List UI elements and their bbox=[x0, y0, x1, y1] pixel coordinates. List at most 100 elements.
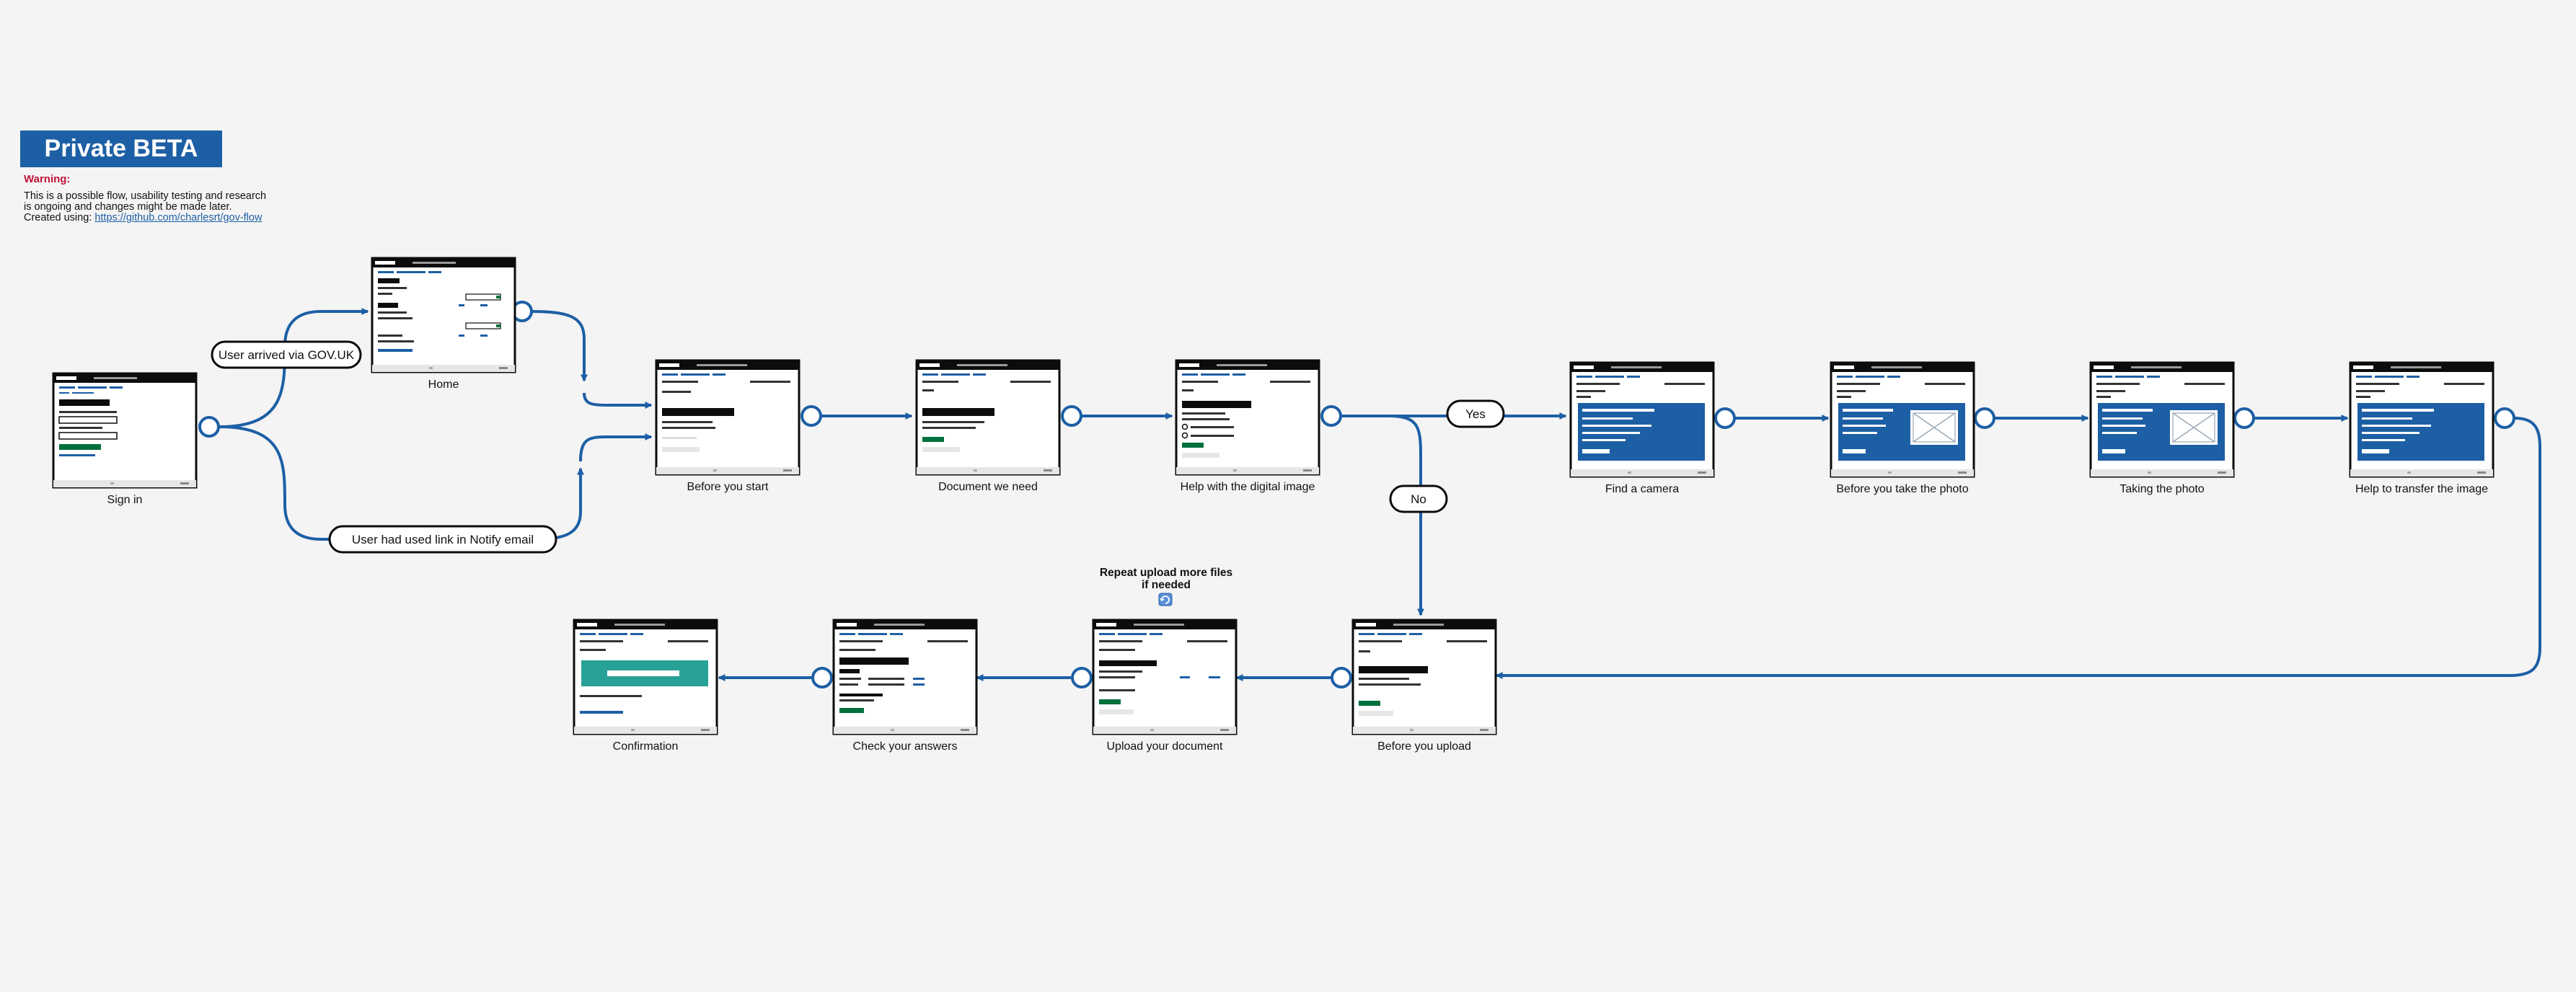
footer-mark bbox=[961, 729, 969, 731]
service-name bbox=[94, 377, 137, 379]
nav-link bbox=[397, 271, 425, 273]
screen-label-check-answers: Check your answers bbox=[853, 740, 958, 753]
screen-label-before-photo: Before you take the photo bbox=[1836, 483, 1968, 495]
pill-yes-text: Yes bbox=[1465, 407, 1486, 421]
wireframe-bar bbox=[2096, 383, 2140, 385]
screen-check-answers: Check your answers bbox=[832, 619, 978, 753]
footer-mark bbox=[631, 729, 635, 731]
footer-mark bbox=[783, 469, 792, 471]
wireframe-bar bbox=[922, 427, 976, 429]
footer-mark bbox=[2218, 471, 2226, 474]
footer-mark bbox=[713, 469, 717, 471]
wireframe-bar bbox=[480, 335, 488, 337]
nav-link bbox=[1409, 633, 1422, 635]
screen-frame bbox=[371, 257, 516, 373]
screen-label-before-you-start: Before you start bbox=[687, 481, 769, 493]
service-name bbox=[874, 624, 925, 626]
footer-mark bbox=[429, 367, 433, 369]
screen-help-digital-image: Help with the digital image bbox=[1175, 359, 1320, 493]
status-box bbox=[465, 293, 501, 301]
continue-button bbox=[59, 444, 101, 450]
page-heading bbox=[1099, 660, 1157, 666]
nav-link bbox=[2375, 376, 2404, 378]
wireframe-bar bbox=[2102, 449, 2125, 453]
node-doc bbox=[1061, 405, 1082, 427]
govuk-logo bbox=[837, 623, 857, 626]
wireframe-bar bbox=[868, 683, 904, 686]
screen-frame bbox=[832, 619, 978, 735]
wireframe-bar bbox=[2096, 396, 2111, 398]
screen-footer bbox=[1571, 469, 1713, 477]
wireframe-bar bbox=[1182, 418, 1230, 420]
pill-notify-text: User had used link in Notify email bbox=[352, 533, 534, 546]
service-name bbox=[957, 364, 1007, 366]
footer-mark bbox=[2477, 471, 2486, 474]
screen-frame bbox=[52, 372, 198, 489]
wireframe-bar bbox=[1843, 409, 1893, 412]
nav-link bbox=[941, 373, 970, 376]
screen-home: Home bbox=[371, 257, 516, 391]
govuk-logo bbox=[1574, 366, 1594, 369]
screen-footer bbox=[917, 467, 1059, 474]
govuk-logo bbox=[1834, 366, 1854, 369]
service-name bbox=[1871, 366, 1922, 368]
nav-link bbox=[1837, 376, 1853, 378]
footer-mark bbox=[180, 482, 189, 484]
nav-link bbox=[2407, 376, 2420, 378]
screen-label-taking-photo: Taking the photo bbox=[2120, 483, 2205, 495]
private-beta-badge: Private BETA bbox=[20, 130, 222, 167]
connector-joined-start bbox=[583, 392, 653, 409]
wireframe-bar bbox=[2102, 417, 2143, 420]
wireframe-bar bbox=[1843, 417, 1883, 420]
wireframe-bar bbox=[2102, 425, 2145, 427]
nav-link bbox=[1377, 633, 1406, 635]
node-start bbox=[800, 405, 822, 427]
govuk-logo bbox=[577, 623, 597, 626]
continue-button bbox=[1099, 699, 1121, 704]
warning-title: Warning: bbox=[24, 173, 71, 185]
gov-flow-link[interactable]: https://github.com/charlesrt/gov-flow bbox=[94, 212, 263, 223]
screen-label-before-upload: Before you upload bbox=[1377, 740, 1471, 753]
repeat-icon bbox=[1158, 593, 1173, 606]
page-heading bbox=[1182, 401, 1251, 408]
screen-frame bbox=[1351, 619, 1497, 735]
nav-link bbox=[580, 633, 596, 635]
service-name bbox=[1611, 366, 1662, 368]
wireframe-bar bbox=[1099, 649, 1135, 651]
pill-no: No bbox=[1389, 484, 1448, 513]
wireframe-bar bbox=[1359, 650, 1370, 652]
nav-link bbox=[662, 373, 678, 376]
screen-before-you-start: Before you start bbox=[655, 359, 800, 493]
wireframe-bar bbox=[2362, 449, 2389, 453]
screen-label-find-camera: Find a camera bbox=[1605, 483, 1679, 495]
pill-no-text: No bbox=[1411, 492, 1426, 506]
created-using-line: Created using: https://github.com/charle… bbox=[24, 213, 312, 223]
repeat-note-line-1: Repeat upload more files bbox=[1100, 567, 1232, 579]
node-transfer bbox=[2494, 407, 2515, 429]
wireframe-bar bbox=[1582, 425, 1651, 427]
wireframe-bar bbox=[839, 683, 858, 686]
warning-line-2: is ongoing and changes might be made lat… bbox=[24, 201, 232, 213]
screen-label-home: Home bbox=[428, 378, 459, 391]
wireframe-bar bbox=[607, 670, 679, 676]
wireframe-bar bbox=[839, 669, 860, 673]
image-placeholder-cross bbox=[2172, 412, 2215, 443]
footer-mark bbox=[1480, 729, 1488, 731]
wireframe-bar bbox=[1099, 676, 1135, 678]
wireframe-bar bbox=[59, 411, 117, 413]
nav-link bbox=[2115, 376, 2144, 378]
screen-confirmation: Confirmation bbox=[573, 619, 718, 753]
nav-link bbox=[1150, 633, 1163, 635]
wireframe-bar bbox=[668, 640, 708, 642]
wireframe-bar bbox=[1837, 396, 1851, 398]
nav-link bbox=[973, 373, 986, 376]
screen-label-sign-in: Sign in bbox=[107, 494, 143, 506]
connector-signin-home bbox=[219, 308, 369, 428]
wireframe-bar bbox=[2356, 396, 2370, 398]
wireframe-bar bbox=[662, 391, 691, 393]
screen-label-help-digital-image: Help with the digital image bbox=[1181, 481, 1315, 493]
nav-link bbox=[428, 271, 441, 273]
screen-frame bbox=[655, 359, 800, 476]
wireframe-bar bbox=[1664, 383, 1705, 385]
node-check bbox=[811, 667, 833, 688]
